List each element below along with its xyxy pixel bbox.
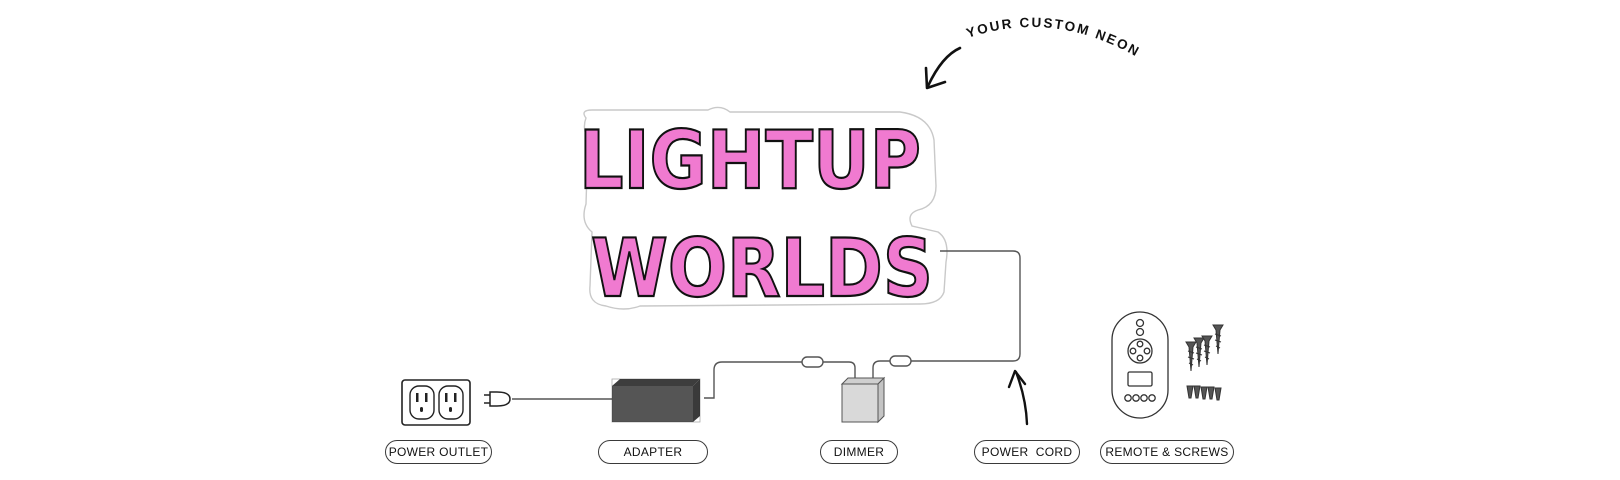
cable-connector <box>801 356 824 368</box>
dimmer-box-icon <box>840 376 886 424</box>
power-cord-arrow-icon <box>1007 369 1029 426</box>
screws-icon <box>1185 324 1224 401</box>
label-adapter: ADAPTER <box>598 440 708 464</box>
neon-line-2: WORLDS <box>591 222 933 315</box>
label-remote-screws: REMOTE & SCREWS <box>1100 440 1234 464</box>
acrylic-backboard <box>583 106 948 310</box>
remote-control-icon <box>1111 311 1169 419</box>
plug-icon <box>484 391 511 407</box>
power-cable <box>512 250 1021 400</box>
label-power-cord: POWER CORD <box>974 440 1080 464</box>
adapter-box-icon <box>611 378 701 423</box>
custom-neon-caption: YOUR CUSTOM NEON <box>964 15 1142 60</box>
cable-connector <box>889 355 912 367</box>
label-power-outlet: POWER OUTLET <box>385 440 492 464</box>
label-dimmer: DIMMER <box>820 440 898 464</box>
power-outlet-icon <box>401 379 471 426</box>
neon-line-1: LIGHTUP <box>579 114 921 207</box>
caption-arrow-icon <box>924 46 962 90</box>
